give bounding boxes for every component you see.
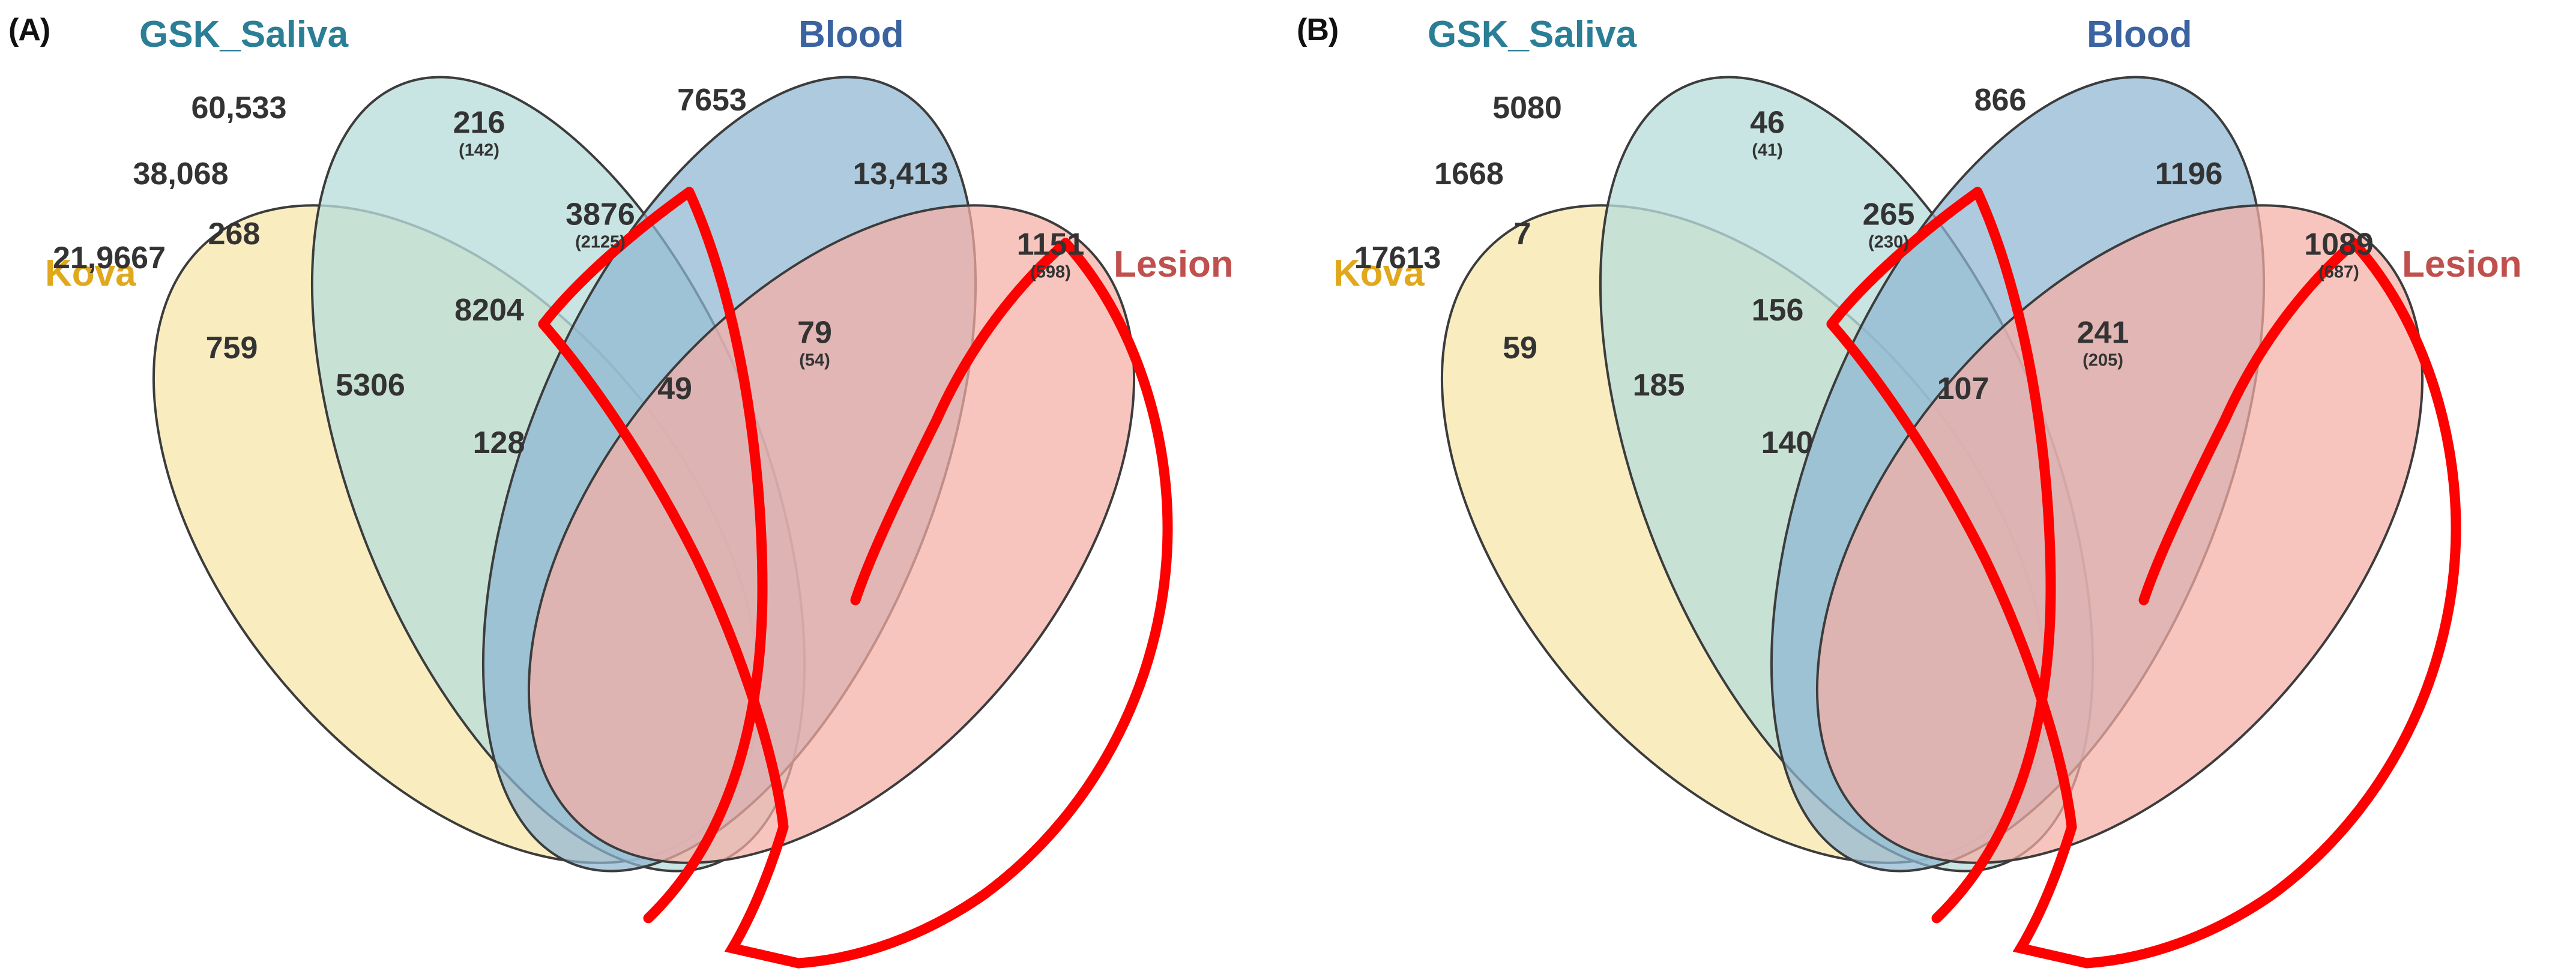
region-gsk-lesion-lower-right-b: 107	[1937, 371, 1989, 406]
red-highlight-lesion-inner-a	[850, 415, 942, 606]
ellipse-lesion-b	[1816, 204, 2424, 864]
region-all-four-a: 8204	[454, 293, 524, 328]
red-highlight-gsk-lower-arc-a	[538, 187, 695, 329]
red-highlight-bottom-b	[2012, 822, 2092, 969]
set-label-lesion-b: Lesion	[2402, 244, 2522, 285]
panel-a: (A)	[8, 13, 1234, 969]
region-blood-lesion-b: 1196	[2155, 157, 2223, 191]
red-highlight-lesion-outer-b	[2081, 238, 2461, 969]
region-kova-blood-lesion-lower-left-b: 185	[1632, 368, 1685, 403]
region-lesion-only-b: 1089 (687)	[2304, 227, 2374, 282]
region-all-four-b: 156	[1751, 293, 1804, 328]
set-label-gsk-saliva-a: GSK_Saliva	[139, 14, 349, 55]
red-highlight-gsk-lower-arc2-a	[538, 319, 789, 832]
red-highlight-lesion-outer-a	[793, 238, 1173, 969]
red-highlight-gsk-arc-b	[1931, 187, 2056, 924]
region-gsk-only-a: 60,533	[191, 91, 287, 125]
red-highlight-lesion-inner-b	[2138, 415, 2230, 606]
panel-b-venn-svg	[1441, 76, 2461, 969]
region-blood-only-a: 7653	[677, 83, 747, 118]
panel-b: (B) Kova GSK_Saliva Blood Lesion	[1288, 0, 2576, 980]
region-kova-only-a: 21,9667	[53, 241, 166, 275]
set-label-blood-b: Blood	[2087, 14, 2192, 55]
set-label-lesion-a: Lesion	[1114, 244, 1234, 285]
region-kova-lesion-a: 128	[472, 425, 525, 460]
panel-a-venn-svg	[152, 76, 1173, 969]
region-lesion-only-a: 1151 (598)	[1016, 227, 1085, 282]
region-kova-gsk-lesion-b: 59	[1503, 331, 1537, 365]
region-blood-only-b: 866	[1974, 83, 2027, 118]
region-gsk-lesion-lower-right-a: 49	[657, 371, 692, 406]
set-label-kova-a: Kova	[45, 253, 136, 294]
region-blood-lesion-a: 13,413	[852, 157, 949, 191]
region-kova-only-b: 17613	[1354, 241, 1441, 275]
panel-b-letter: (B)	[1297, 13, 1339, 47]
red-highlight-lesion-arc-a	[931, 238, 1071, 425]
region-kova-blood-lesion-b: 241 (205)	[2077, 315, 2129, 370]
region-kova-gsk-blood-a: 268	[208, 217, 261, 251]
red-highlight-lesion-arc-b	[2219, 238, 2359, 425]
region-gsk-blood-lesion-b: 265 (230)	[1862, 197, 1915, 252]
panel-a-letter: (A)	[8, 13, 50, 47]
region-kova-gsk-lesion-a: 759	[205, 331, 258, 365]
region-gsk-blood-b: 46 (41)	[1750, 105, 1785, 160]
region-gsk-only-b: 5080	[1492, 91, 1562, 125]
red-highlight-bottom-a	[724, 822, 804, 969]
region-kova-lesion-b: 140	[1761, 425, 1814, 460]
region-kova-blood-lesion-lower-left-a: 5306	[336, 368, 405, 403]
region-gsk-blood-a: 216 (142)	[453, 105, 505, 160]
ellipse-lesion-a	[528, 204, 1135, 864]
region-kova-gsk-blood-b: 7	[1513, 217, 1531, 251]
region-kova-blood-lesion-a: 79 (54)	[797, 315, 832, 370]
set-label-blood-a: Blood	[798, 14, 904, 55]
set-label-kova-b: Kova	[1333, 253, 1425, 294]
red-highlight-gsk-lower-arc2-b	[1826, 319, 2077, 832]
region-kova-gsk-a: 38,068	[133, 157, 229, 191]
red-highlight-gsk-arc-a	[643, 187, 768, 924]
region-gsk-blood-lesion-a: 3876 (2125)	[566, 197, 635, 252]
region-kova-gsk-b: 1668	[1434, 157, 1504, 191]
set-label-gsk-saliva-b: GSK_Saliva	[1428, 14, 1637, 55]
red-highlight-gsk-lower-arc-b	[1826, 187, 1983, 329]
